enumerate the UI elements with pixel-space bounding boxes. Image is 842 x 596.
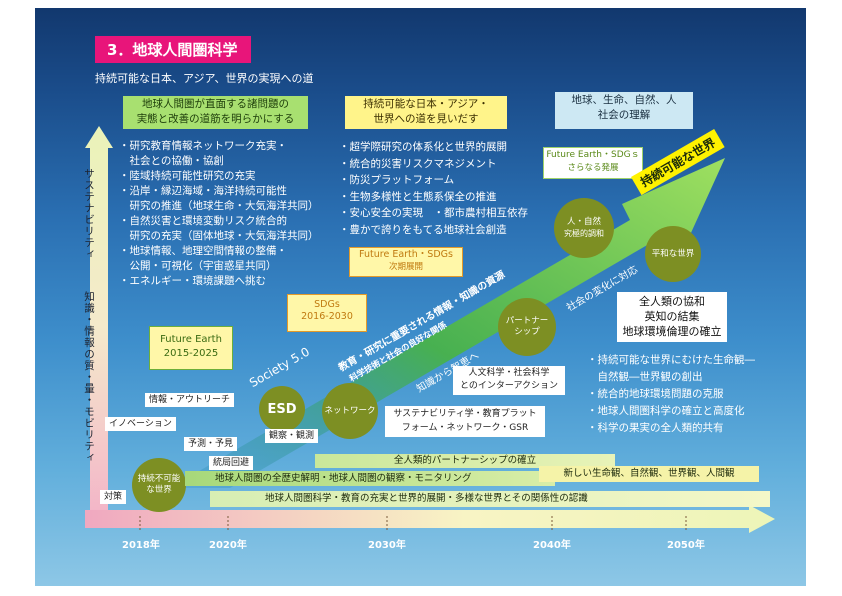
page-title: 3．地球人間圏科学 — [95, 36, 252, 63]
left-list-item: ・研究教育情報ネットワーク充実・ — [119, 140, 287, 152]
right-list-item: ・持続可能な世界にむけた生命観― — [587, 354, 755, 366]
header-left-line1: 地球人間圏が直面する諸問題の — [142, 98, 289, 110]
future-earth-sdgs-next-line1: Future Earth・SDGs — [359, 249, 453, 260]
humanities-line2: とのインターアクション — [459, 381, 559, 391]
prediction-label: 予測・予見 — [184, 437, 238, 451]
network-circle: ネットワーク — [322, 383, 378, 439]
band-top-text: 全人類的パートナーシップの確立 — [393, 455, 537, 466]
slide: サステナビリティ 知識・情報の質・量・モビリティ 3．地球人間圏科学 持続可能な… — [35, 8, 806, 586]
band-bottom: 地球人間圏科学・教育の充実と世界的展開・多様な世界とその関係性の認識 — [210, 491, 770, 507]
future-earth-sdgs-line1: Future Earth・SDGｓ — [546, 150, 640, 160]
middle-list-item: ・生物多様性と生態系保全の推進 — [339, 190, 497, 203]
right-list: ・持続可能な世界にむけた生命観― 自然観―世界観の創出 ・統合的地球環境問題の克… — [587, 352, 755, 437]
vertical-label-sustainability: サステナビリティ — [83, 168, 95, 260]
left-list-item: ・自然災害と環境変動リスク統合的 — [119, 215, 287, 227]
diagonal-arrow — [170, 158, 725, 488]
unsustainable-line2: な世界 — [146, 485, 172, 495]
partnership-circle: パートナー シップ — [498, 298, 556, 356]
band-middle-text: 地球人間圏の全歴史解明・地球人間圏の観察・モニタリング — [215, 473, 472, 484]
sdgs-line1: SDGs — [314, 299, 340, 310]
band-right-box: 新しい生命観、自然観、世界観、人間観 — [539, 466, 759, 482]
header-left: 地球人間圏が直面する諸問題の 実態と改善の道筋を明らかにする — [123, 96, 308, 129]
page-subtitle: 持続可能な日本、アジア、世界の実現への道 — [95, 72, 314, 85]
sustainability-science-line2: フォーム・ネットワーク・GSR — [401, 423, 529, 433]
left-list-item: ・沿岸・縁辺海域・海洋持続可能性 — [119, 185, 287, 197]
header-middle-line1: 持続可能な日本・アジア・ — [363, 98, 489, 110]
middle-list: ・超学際研究の体系化と世界的展開 ・統合的災害リスクマネジメント ・防災プラット… — [339, 139, 528, 238]
future-earth-line1: Future Earth — [160, 334, 222, 345]
future-earth-line2: 2015-2025 — [163, 348, 219, 359]
header-middle: 持続可能な日本・アジア・ 世界への道を見いだす — [345, 96, 507, 129]
left-list-item: 公開・可視化（宇宙惑星共同） — [119, 260, 277, 272]
left-list-item: ・エネルギー・環境課題へ挑む — [119, 275, 266, 287]
humanities-line1: 人文科学・社会科学 — [468, 368, 550, 378]
human-nature-line1: 人・自然 — [566, 217, 601, 227]
unsustainable-line1: 持続不可能 — [137, 474, 181, 484]
left-list-item: 研究の推進（地球生命・大気海洋共同） — [119, 200, 319, 212]
unsustainable-world-circle: 持続不可能 な世界 — [132, 458, 186, 512]
dissemination-label: 情報・アウトリーチ — [145, 393, 235, 407]
band-middle: 地球人間圏の全歴史解明・地球人間圏の観察・モニタリング — [185, 471, 555, 486]
header-right-line2: 社会の理解 — [597, 109, 651, 121]
right-list-item: ・科学の果実の全人類的共有 — [587, 422, 724, 434]
sustainability-science-line1: サステナビリティ学・教育プラット — [393, 409, 537, 419]
left-list: ・研究教育情報ネットワーク充実・ 社会との協働・協創 ・陸域持続可能性研究の充実… — [119, 139, 319, 289]
right-list-item: ・統合的地球環境問題の克服 — [587, 388, 724, 400]
horizontal-axis-arrow — [85, 505, 775, 533]
humanity-line2: 英知の結集 — [644, 310, 700, 323]
innovation-label: イノベーション — [105, 417, 176, 431]
humanity-line3: 地球環境倫理の確立 — [622, 325, 722, 338]
future-earth-sdgs-line2: さらなる発展 — [567, 163, 619, 173]
header-right-line1: 地球、生命、自然、人 — [571, 94, 677, 106]
left-list-item: 研究の充実（固体地球・大気海洋共同） — [119, 230, 319, 242]
future-earth-sdgs-next-box: Future Earth・SDGs 次期展開 — [349, 247, 463, 277]
left-list-item: ・陸域持続可能性研究の充実 — [119, 170, 256, 182]
right-list-item: 自然観―世界観の創出 — [587, 371, 703, 383]
year-label-2040: 2040年 — [533, 540, 571, 551]
arrow-shape — [170, 158, 725, 488]
humanities-box: 人文科学・社会科学 とのインターアクション — [453, 366, 565, 395]
header-right: 地球、生命、自然、人 社会の理解 — [555, 92, 693, 129]
sustainability-science-box: サステナビリティ学・教育プラット フォーム・ネットワーク・GSR — [385, 406, 545, 437]
header-middle-line2: 世界への道を見いだす — [373, 113, 479, 125]
humanity-box: 全人類の協和 英知の結集 地球環境倫理の確立 — [617, 292, 727, 342]
left-list-item: 社会との協働・協創 — [119, 155, 224, 167]
year-label-2020: 2020年 — [209, 540, 247, 551]
policy-label: 統局回避 — [209, 456, 254, 470]
sdgs-line2: 2016-2030 — [301, 311, 353, 322]
year-label-2018: 2018年 — [122, 540, 160, 551]
partnership-line1: パートナー — [505, 316, 549, 326]
right-list-item: ・地球人間圏科学の確立と高度化 — [587, 405, 745, 417]
vertical-label-knowledge: 知識・情報の質・量・モビリティ — [83, 291, 95, 464]
peaceful-world-circle: 平和な世界 — [645, 226, 701, 282]
year-label-2050: 2050年 — [667, 540, 705, 551]
band-bottom-text: 地球人間圏科学・教育の充実と世界的展開・多様な世界とその関係性の認識 — [265, 493, 588, 504]
left-list-item: ・地球情報、地理空間情報の整備・ — [119, 245, 287, 257]
middle-list-item: ・超学際研究の体系化と世界的展開 — [339, 141, 507, 153]
future-earth-sdgs-next-line2: 次期展開 — [388, 262, 423, 272]
middle-list-item: ・豊かで誇りをもてる地球社会創造 — [339, 223, 507, 236]
future-earth-sdgs-box: Future Earth・SDGｓ さらなる発展 — [543, 147, 643, 179]
countermeasure-label: 対策 — [100, 490, 127, 504]
middle-list-item: ・統合的災害リスクマネジメント — [339, 157, 497, 170]
observation-label: 観察・観測 — [265, 429, 319, 443]
year-tick-lines — [139, 516, 687, 530]
band-top: 全人類的パートナーシップの確立 — [315, 454, 615, 468]
partnership-line2: シップ — [514, 327, 540, 337]
band-right-text: 新しい生命観、自然観、世界観、人間観 — [563, 468, 735, 479]
middle-list-item: ・防災プラットフォーム — [339, 174, 455, 186]
esd-circle: ESD — [259, 386, 305, 432]
year-label-2030: 2030年 — [368, 540, 406, 551]
sdgs-box: SDGs 2016-2030 — [287, 294, 367, 332]
human-nature-line2: 究極的調和 — [564, 229, 604, 238]
humanity-line1: 全人類の協和 — [639, 295, 705, 308]
middle-list-item: ・安心安全の実現 ・都市農村相互依存 — [339, 207, 528, 219]
future-earth-box: Future Earth 2015-2025 — [149, 326, 233, 370]
header-left-line2: 実態と改善の道筋を明らかにする — [136, 113, 295, 125]
horizontal-arrow-shape — [85, 505, 775, 533]
human-nature-circle: 人・自然 究極的調和 — [554, 198, 614, 258]
